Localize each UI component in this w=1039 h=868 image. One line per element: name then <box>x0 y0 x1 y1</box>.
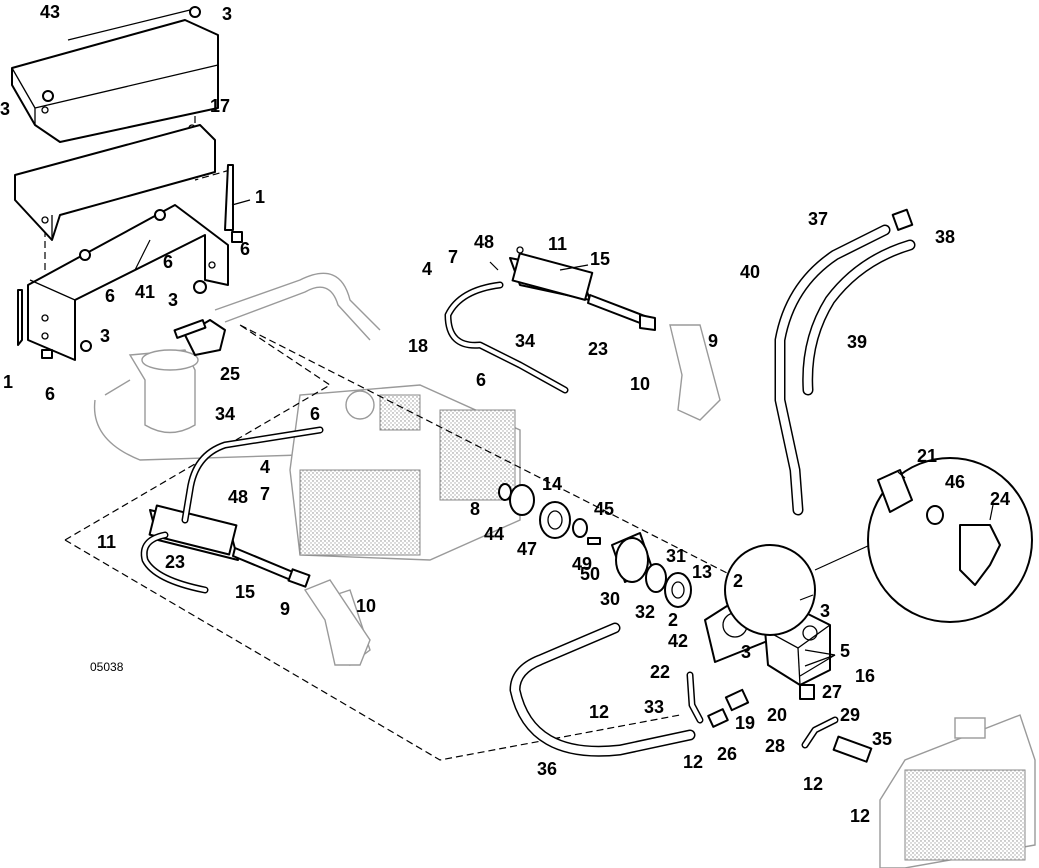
callout-label: 2 <box>733 571 743 591</box>
callout-label: 7 <box>260 484 270 504</box>
callout-label: 12 <box>803 774 823 794</box>
callout-label: 14 <box>542 474 562 494</box>
callout-label: 1 <box>3 372 13 392</box>
callout-label: 44 <box>484 524 504 544</box>
callout-label: 9 <box>280 599 290 619</box>
hose-part-36 <box>509 622 696 757</box>
hose-part-34-upper <box>444 281 569 394</box>
callout-label: 24 <box>990 489 1010 509</box>
callout-label: 3 <box>820 601 830 621</box>
plug-part-38 <box>891 208 914 231</box>
callout-label: 15 <box>590 249 610 269</box>
callout-label: 17 <box>210 96 230 116</box>
valve-part-25 <box>173 319 226 356</box>
callout-label: 6 <box>105 286 115 306</box>
callout-label: 11 <box>97 532 116 552</box>
callout-label: 4 <box>260 457 270 477</box>
callout-label: 3 <box>0 99 10 119</box>
callout-label: 36 <box>537 759 557 779</box>
hardware-bolts <box>17 6 243 359</box>
callout-label: 37 <box>808 209 828 229</box>
callout-label: 18 <box>408 336 428 356</box>
callout-label: 15 <box>235 582 255 602</box>
callout-label: 16 <box>855 666 875 686</box>
callout-label: 42 <box>668 631 688 651</box>
callout-label: 6 <box>240 239 250 259</box>
callout-label: 4 <box>422 259 432 279</box>
callout-label: 41 <box>135 282 155 302</box>
callout-label: 5 <box>840 641 850 661</box>
tray-part-17 <box>14 124 216 241</box>
callout-leader-lines <box>67 9 994 677</box>
detail-inset-circle <box>724 457 1033 636</box>
callout-label: 11 <box>548 234 567 254</box>
callout-label: 48 <box>474 232 494 252</box>
callout-label: 13 <box>692 562 712 582</box>
hose-part-37 <box>774 224 891 516</box>
callout-label: 34 <box>515 331 535 351</box>
callout-label: 47 <box>517 539 537 559</box>
callout-label: 35 <box>872 729 892 749</box>
callout-label: 34 <box>215 404 235 424</box>
callout-label: 40 <box>740 262 760 282</box>
callout-label: 12 <box>683 752 703 772</box>
callout-label: 6 <box>476 370 486 390</box>
callout-label: 32 <box>635 602 655 622</box>
callout-label: 6 <box>163 252 173 272</box>
callout-label: 10 <box>356 596 376 616</box>
callout-label: 2 <box>668 610 678 630</box>
callout-label: 49 <box>572 554 592 574</box>
callout-label: 27 <box>822 682 842 702</box>
cover-part-43 <box>11 19 219 143</box>
callout-label: 12 <box>589 702 609 722</box>
callout-label: 3 <box>100 326 110 346</box>
callout-label: 20 <box>767 705 787 725</box>
callout-label: 26 <box>717 744 737 764</box>
cylinder-part-15-upper <box>509 246 656 331</box>
callout-label: 25 <box>220 364 240 384</box>
callout-label: 43 <box>40 2 60 22</box>
callout-label: 7 <box>448 247 458 267</box>
callout-label: 19 <box>735 713 755 733</box>
steering-arm-upper <box>669 324 721 421</box>
callout-label: 46 <box>945 472 965 492</box>
callout-label: 6 <box>45 384 55 404</box>
callout-label: 6 <box>310 404 320 424</box>
callout-label: 3 <box>168 290 178 310</box>
callout-label: 31 <box>666 546 686 566</box>
hose-part-34-lower <box>140 426 324 594</box>
bracket-part-41 <box>27 204 229 361</box>
callout-label: 38 <box>935 227 955 247</box>
callout-label: 45 <box>594 499 614 519</box>
callout-label: 23 <box>588 339 608 359</box>
callout-label: 3 <box>222 4 232 24</box>
callout-label: 8 <box>470 499 480 519</box>
callout-label: 3 <box>741 642 751 662</box>
callout-label: 48 <box>228 487 248 507</box>
callout-label: 23 <box>165 552 185 572</box>
callout-label: 10 <box>630 374 650 394</box>
callout-label: 50 <box>580 564 600 584</box>
callout-label: 29 <box>840 705 860 725</box>
callout-label: 30 <box>600 589 620 609</box>
steering-arm-lower <box>303 579 371 666</box>
figure-number: 05038 <box>90 660 124 674</box>
hose-part-39 <box>802 239 916 396</box>
callout-label: 28 <box>765 736 785 756</box>
callout-label: 39 <box>847 332 867 352</box>
callout-labels: 43 3 3 17 1 6 6 6 41 3 3 1 6 25 4 7 48 1… <box>0 2 1010 826</box>
callout-label: 33 <box>644 697 664 717</box>
callout-label: 1 <box>255 187 265 207</box>
cylinder-part-15-lower <box>148 504 311 588</box>
callout-label: 12 <box>850 806 870 826</box>
callout-label: 9 <box>708 331 718 351</box>
hydraulic-lines-lower <box>686 671 873 763</box>
callout-label: 22 <box>650 662 670 682</box>
callout-label: 21 <box>917 446 937 466</box>
pump-components <box>498 483 692 608</box>
